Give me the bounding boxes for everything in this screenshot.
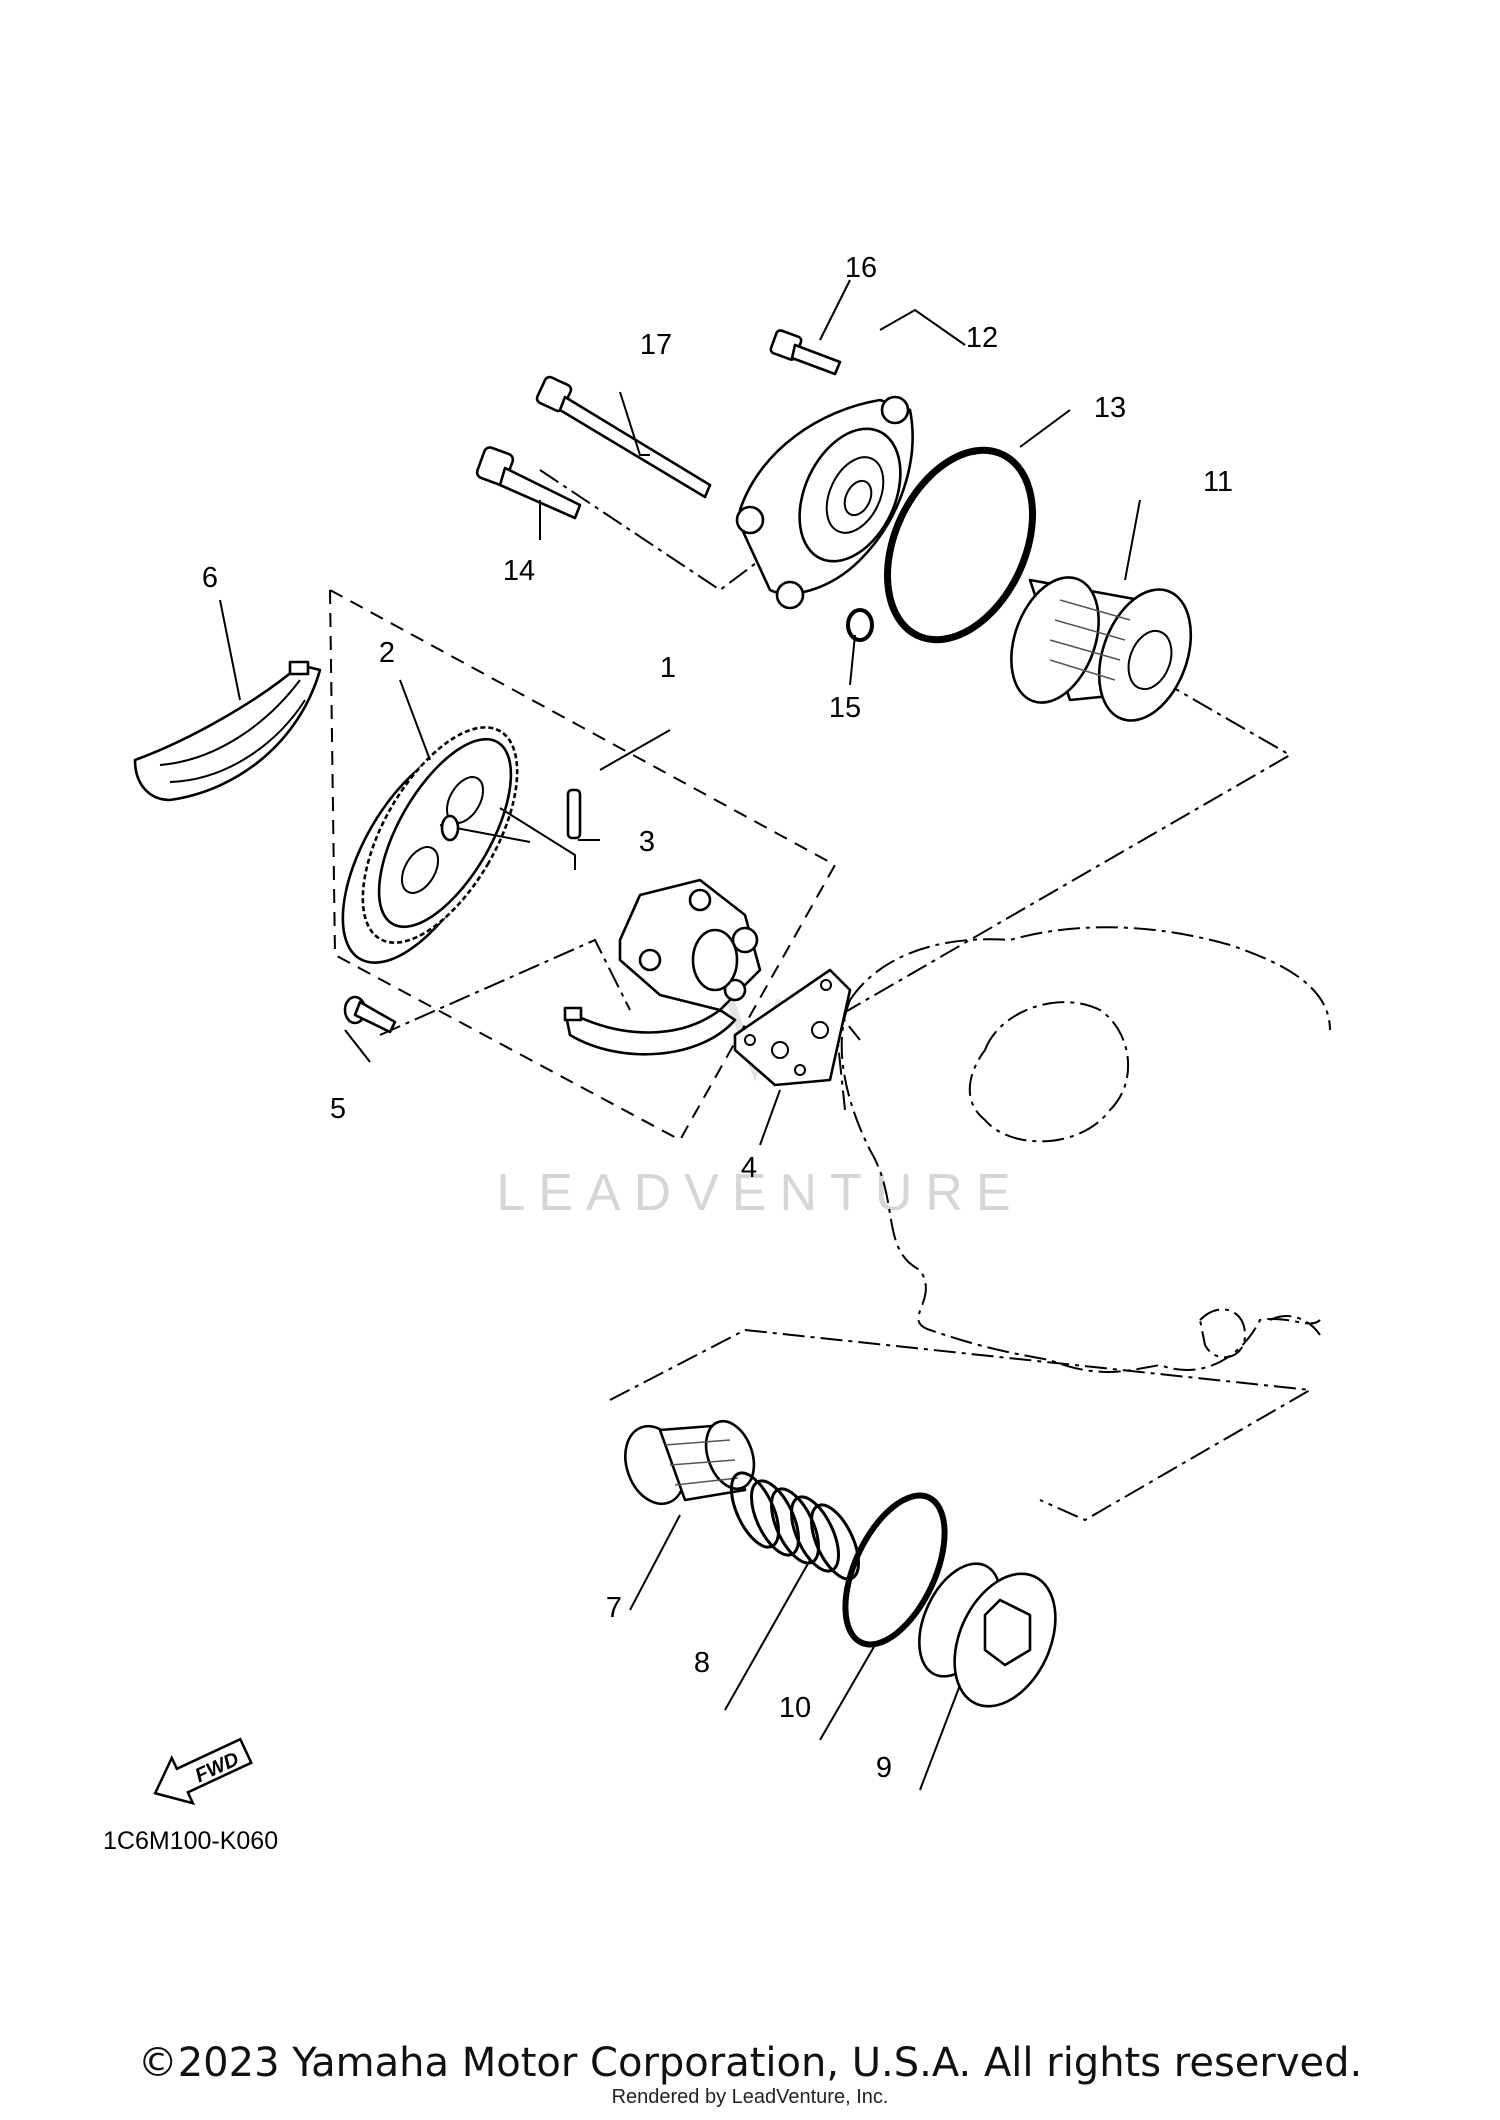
callout-13: 13: [1094, 392, 1126, 424]
part-5-screw: [343, 995, 397, 1034]
diagram-code: 1C6M100-K060: [103, 1827, 278, 1855]
callout-12: 12: [966, 322, 998, 354]
callout-6: 6: [202, 562, 218, 594]
callout-3: 3: [639, 826, 655, 858]
oil-pump-body: [563, 878, 762, 1056]
part-4-gasket: [733, 968, 852, 1087]
callout-5: 5: [330, 1093, 346, 1125]
callout-9: 9: [876, 1752, 892, 1784]
part-2-gear: [341, 726, 531, 964]
part-14-bolt: [475, 446, 582, 520]
part-9-drain-plug: [918, 1562, 1057, 1708]
part-15-o-ring: [846, 608, 874, 642]
part-6-cover: [133, 660, 322, 802]
callout-15: 15: [829, 692, 861, 724]
watermark-text: LEADVENTURE: [496, 1164, 1023, 1222]
callout-1: 1: [660, 652, 676, 684]
part-11-oil-filter: [1010, 576, 1193, 722]
part-7-strainer: [624, 1419, 756, 1506]
crankcase-outline: [840, 926, 1331, 1373]
watermark: LEADVENTURE: [496, 998, 1023, 1222]
callout-10: 10: [779, 1692, 811, 1724]
part-17-long-bolt: [535, 375, 712, 499]
part-13-o-ring: [883, 446, 1037, 644]
callout-16: 16: [845, 252, 877, 284]
callout-11: 11: [1203, 466, 1233, 498]
callout-4: 4: [741, 1152, 757, 1184]
callout-7: 7: [606, 1592, 622, 1624]
part-3-pin: [499, 788, 582, 870]
callout-leaders: [219, 279, 1141, 1791]
render-credit: Rendered by LeadVenture, Inc.: [611, 2086, 889, 2108]
part-10-o-ring: [842, 1492, 948, 1648]
callout-numbers: 16 17 12 13 11 14 15 6 2 1 3 5 4 7 8 10 …: [202, 252, 1233, 1784]
callout-2: 2: [379, 637, 395, 669]
callout-17: 17: [640, 329, 672, 361]
fwd-arrow-icon: FWD: [153, 1737, 253, 1806]
oil-pump-assembly-box: [329, 589, 837, 1142]
copyright-notice: ©2023 Yamaha Motor Corporation, U.S.A. A…: [137, 2040, 1363, 2086]
callout-14: 14: [503, 555, 535, 587]
part-12-filter-cover: [735, 395, 914, 610]
callout-8: 8: [694, 1647, 710, 1679]
part-16-bolt: [769, 329, 842, 376]
